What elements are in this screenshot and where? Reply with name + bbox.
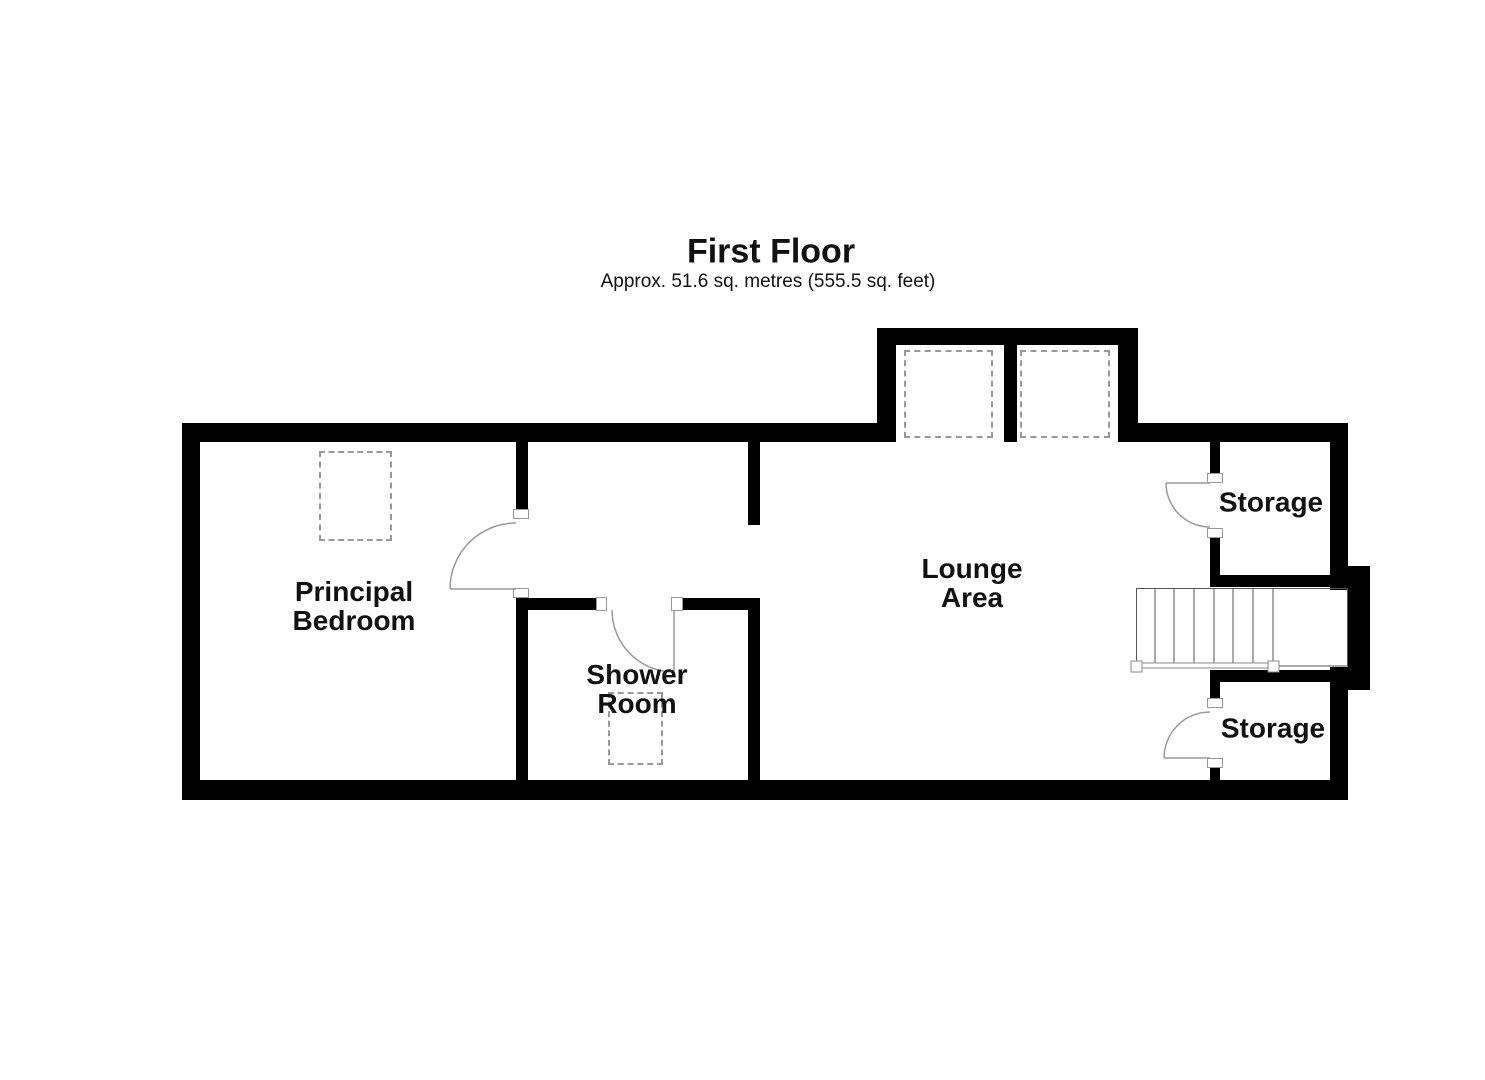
label-shower-room-line1: Shower	[586, 659, 688, 690]
bay-wall-right	[1118, 328, 1138, 442]
wall-storage-bottom-top	[1210, 670, 1348, 682]
shower-door-jamb-right	[671, 597, 683, 611]
wall-hall-lounge	[748, 442, 760, 525]
storage-top-door-jamb-upper	[1207, 473, 1223, 483]
label-lounge-area-line1: Lounge	[921, 553, 1023, 584]
wall-right-lower	[1330, 667, 1348, 800]
wall-top-left	[182, 423, 896, 442]
page-title: First Floor	[686, 232, 856, 271]
bedroom-skylight-window	[319, 451, 392, 541]
stair-handrail	[1135, 662, 1277, 669]
wall-storage-top-bottom	[1210, 575, 1348, 587]
storage-bottom-door-arc	[1163, 711, 1211, 759]
bedroom-door-jamb-top	[513, 509, 529, 519]
stairs	[1130, 588, 1348, 673]
storage-bottom-door-jamb-lower	[1207, 758, 1223, 768]
wall-stair-bump-out	[1348, 566, 1370, 690]
wall-left	[182, 423, 200, 800]
bay-window-divider	[1004, 345, 1017, 442]
wall-top-right	[1118, 423, 1348, 442]
label-principal-bedroom-line1: Principal	[294, 576, 414, 607]
label-principal-bedroom-line2: Bedroom	[292, 605, 416, 636]
wall-shower-top-right	[683, 598, 760, 610]
bay-wall-top	[877, 328, 1138, 345]
wall-storage-bottom-left-a	[1210, 682, 1220, 698]
wall-bottom	[182, 780, 1348, 800]
wall-right-upper	[1330, 423, 1348, 590]
label-storage-top: Storage	[1218, 486, 1324, 518]
bay-wall-left	[877, 328, 896, 442]
bay-window-left	[904, 350, 993, 438]
page-subtitle: Approx. 51.6 sq. metres (555.5 sq. feet)	[600, 271, 936, 292]
storage-bottom-door-jamb-upper	[1207, 698, 1223, 708]
bedroom-door-jamb-bottom	[513, 588, 529, 598]
wall-storage-bottom-left-b	[1210, 768, 1220, 780]
label-shower-room: Shower Room	[586, 660, 687, 718]
wall-storage-top-left-b	[1210, 538, 1220, 575]
wall-storage-top-left-a	[1210, 442, 1220, 473]
label-storage-bottom: Storage	[1220, 712, 1326, 744]
shower-door-jamb-left	[596, 597, 607, 611]
label-principal-bedroom: Principal Bedroom	[293, 577, 416, 635]
bedroom-door-arc	[449, 522, 517, 590]
stair-newel-post-left	[1130, 660, 1143, 673]
label-lounge-area-line2: Area	[940, 582, 1004, 613]
wall-bedroom-lower	[516, 598, 528, 780]
label-shower-room-line2: Room	[597, 688, 677, 719]
shower-tray	[608, 692, 663, 765]
wall-shower-right	[748, 598, 760, 780]
label-lounge-area: Lounge Area	[921, 554, 1022, 612]
bay-window-right	[1020, 350, 1110, 438]
storage-top-door-arc	[1165, 482, 1211, 528]
wall-bedroom-upper	[516, 442, 528, 509]
storage-top-door-jamb-lower	[1207, 528, 1223, 538]
wall-shower-top-left	[516, 598, 596, 610]
